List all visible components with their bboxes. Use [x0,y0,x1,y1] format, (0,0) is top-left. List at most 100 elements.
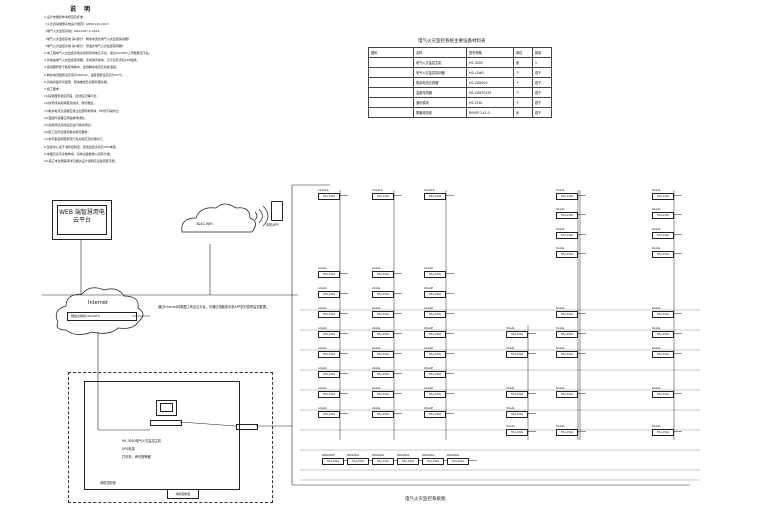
panel-name: RDGWAL [347,453,360,457]
panel-name: 1ALAL [318,306,327,310]
fire-detector-device: HS-L1WG [556,391,578,398]
fire-detector-device: HS-L1WG [372,291,394,298]
note-line: 3.系统由电气火灾监控探测器、无线通讯模块、云平台及手机APP组成。 [44,58,140,63]
panel-name: 1ALAL [318,386,327,390]
note-line: (4)温度传感器应紧贴被测线缆； [44,115,88,120]
panel-name: 6ALAL [652,424,661,428]
fire-detector-device: HS-L1WG [652,212,674,219]
fire-detector-device: HS-L1WG [424,291,446,298]
note-line: 7.施工要求： [44,87,62,91]
panel-name: RDGWAL [397,453,410,457]
fire-detector-device: HS-L1WG [556,331,578,338]
fire-detector-device: HS-L1WG [318,291,340,298]
note-line: 《电气火灾监控系统 第3部分：测温式电气火灾监控探测器》 [44,43,125,48]
panel-name: 6ALAL [652,386,661,390]
cloud-shape [181,203,256,233]
note-line: 9.本图仅表示系统构成，具体设备数量以实际为准。 [44,151,113,156]
fire-detector-device: HS-L1WG [318,331,340,338]
panel-name: 2ALAP [424,346,433,350]
note-line: 4.探测器安装于各配电箱内，监测剩余电流及线缆温度。 [44,65,119,70]
panel-name: 5ALAL [556,386,565,390]
fire-detector-device: HS-L1WG [424,193,446,200]
fire-detector-device: HS-L1WG [506,429,528,436]
computer-icon [156,400,177,416]
panel-name: 2ALAP [424,406,433,410]
comm-module [236,424,258,430]
panel-name: 2ALAP [424,326,433,330]
fire-detector-device: HS-L1WG [506,391,528,398]
fire-detector-device: HS-L1WG [424,331,446,338]
note-line: 5.剩余电流报警设定值为300mA，温度报警设定值为70℃。 [44,72,125,77]
panel-name: RDGWAL [422,453,435,457]
panel-name: 1ALALS [372,188,383,192]
fire-detector-device: HS-L1WG [556,429,578,436]
panel-name: 2ALAP [424,286,433,290]
panel-name: 2ALAL [372,286,381,290]
notes-title: 说 明 [70,6,94,13]
fire-detector-device: HS-L1WG [652,429,674,436]
host-line-1: HS-3000电气火灾监控主机 [122,439,162,443]
panel-name: 2ALAP [424,306,433,310]
fire-detector-device: HS-L1WG [372,193,394,200]
fire-detector-device: HS-L1WG [372,311,394,318]
panel-name: 1ALAL [318,346,327,350]
fire-detector-device: HS-L1WG [424,371,446,378]
fire-detector-device: HS-L1WG [372,458,394,465]
fire-detector-device: HS-L1WG [424,271,446,278]
upload-note: 通过Internet将数据上传至云平台，可通过电脑或手机APP实时查看监控数据。 [158,305,270,309]
control-room [84,381,240,490]
control-room-boundary [68,372,273,503]
panel-name: 3ALAL [506,406,515,410]
panel-name: 6ALAL [652,207,661,211]
fire-detector-device: HS-L1WG [424,391,446,398]
host-line-3: 打印机、声光报警器 [122,455,151,459]
panel-name: 5ALAL [556,346,565,350]
equipment-table-title: 电气火灾监控系统主要设备材料表 [418,39,486,44]
note-line: (6)施工应符合国家相关规范要求； [44,130,91,135]
fire-detector-device: HS-L1WG [506,331,528,338]
fire-detector-device: HS-L1WG [447,458,469,465]
network-switch: 网络交换机(4G/WIFI) [67,312,137,321]
fire-detector-device: HS-L1WG [372,371,394,378]
panel-name: 1ALAL [318,326,327,330]
fire-detector-device: HS-L1WG [556,232,578,239]
panel-name: 5ALAL [556,326,565,330]
fire-detector-device: HS-L1WG [372,391,394,398]
host-switch [150,420,182,426]
diagram-footer: 电气火灾监控系统图 [405,497,446,502]
note-line: 《火灾自动报警系统设计规范》GB50116-2013 [44,22,109,27]
fire-detector-device: HS-L1WG [318,391,340,398]
wifi-icon [254,205,269,227]
panel-name: 2ALALS [424,188,435,192]
room-label: 消防控制室 [100,481,116,485]
note-line: 8.监控中心设于消防控制室，配置监控主机及UPS电源。 [44,144,119,149]
panel-name: 2ALAP [424,386,433,390]
fire-detector-device: HS-L1WG [652,232,674,239]
fire-detector-device: HS-L1WG [506,351,528,358]
fire-detector-device: HS-L1WG [372,331,394,338]
note-line: 《电气火灾监控系统 第2部分：剩余电流式电气火灾监控探测器》 [44,36,131,41]
panel-name: 3ALAL [506,424,515,428]
panel-name: RDGWAL [372,453,385,457]
panel-name: 2ALAL [372,306,381,310]
fire-detector-device: HS-L1WG [318,411,340,418]
fire-detector-device: HS-L1WG [652,351,674,358]
fire-detector-device: HS-L1WG [424,311,446,318]
fire-detector-device: HS-L1WG [424,411,446,418]
panel-name: 1ALAL [318,406,327,410]
panel-name: 6ALAL [652,346,661,350]
web-platform-monitor: WEB 端智慧用电云平台 [52,200,112,240]
note-line: (5)系统调试完成后应进行联动测试； [44,123,94,127]
panel-name: 1ALAL [318,266,327,270]
note-line: 《电气火灾监控系统》GB14287.1-2014 [44,29,100,34]
fire-detector-device: HS-L1WG [318,193,340,200]
fire-detector-device: HS-L1WG [372,271,394,278]
note-line: (7)未尽事宜按国家现行有关规范及标准执行。 [44,137,106,142]
panel-name: 2ALAL [372,326,381,330]
panel-name: 6ALAL [652,326,661,330]
note-line: 2.本工程电气火灾监控系统采用智慧用电云平台，通过4G/WIFI上传数据至平台。 [44,51,152,55]
panel-name: 1ALAL [318,286,327,290]
